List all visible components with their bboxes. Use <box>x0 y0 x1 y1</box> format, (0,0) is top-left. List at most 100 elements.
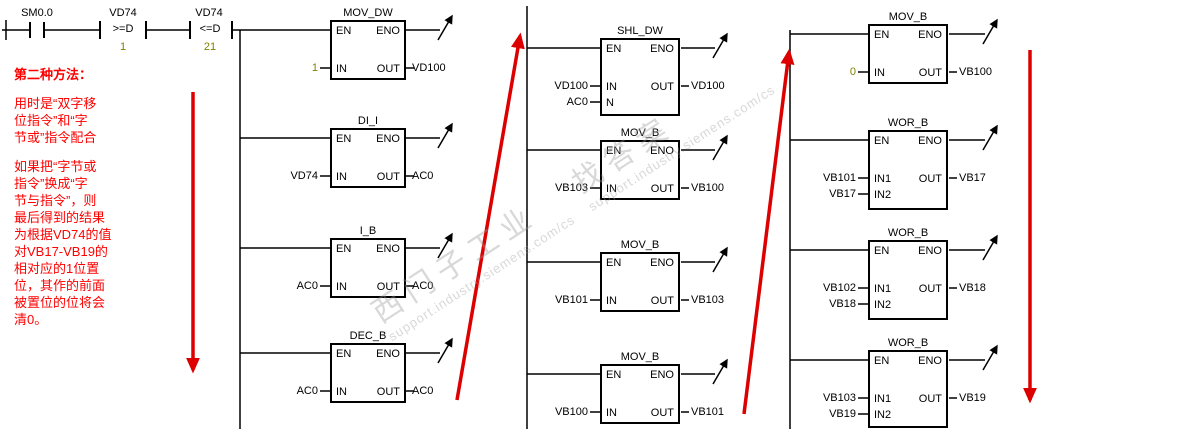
operand-out[interactable]: VB100 <box>691 182 725 194</box>
pin-eno-label: ENO <box>376 25 400 37</box>
operand-n[interactable]: AC0 <box>566 96 588 108</box>
block-title: SHL_DW <box>617 25 663 37</box>
pin-in-label: IN <box>606 295 617 307</box>
annotation-line: 为根据VD74的值 <box>14 227 112 242</box>
operand-in[interactable]: VD100 <box>554 80 588 92</box>
pin-in-label: IN <box>336 386 347 398</box>
pin-out-label: OUT <box>918 283 942 295</box>
annotation-line: 指令”换成“字 <box>14 176 88 191</box>
block-mov-b-1[interactable]: MOV_B EN ENO IN OUT <box>600 127 680 200</box>
pin-eno-label: ENO <box>918 355 942 367</box>
pin-eno-label: ENO <box>376 348 400 360</box>
pin-en-label: EN <box>336 25 352 37</box>
block-di-i[interactable]: DI_I EN ENO IN OUT <box>330 115 406 188</box>
block-title: MOV_B <box>888 11 928 23</box>
pin-out-label: OUT <box>650 407 674 419</box>
pin-eno-label: ENO <box>918 245 942 257</box>
pin-eno-label: ENO <box>650 257 674 269</box>
pin-in2-label: IN2 <box>874 189 892 201</box>
annotation-line: 被置位的位将会 <box>14 295 106 310</box>
pin-in-label: IN <box>336 171 347 183</box>
rung-continuation-arrows <box>437 14 998 385</box>
pin-out-label: OUT <box>918 173 942 185</box>
operand-out[interactable]: VB103 <box>691 294 725 306</box>
pin-en-label: EN <box>336 348 352 360</box>
pin-en-label: EN <box>874 355 890 367</box>
operand-in2[interactable]: VB18 <box>829 298 856 310</box>
operand-out[interactable]: VB19 <box>959 392 986 404</box>
block-title: I_B <box>359 225 377 237</box>
pin-en-label: EN <box>874 245 890 257</box>
operand-in[interactable]: VB101 <box>554 294 588 306</box>
block-mov-b-2[interactable]: MOV_B EN ENO IN OUT <box>600 239 680 312</box>
block-wor-b-1[interactable]: WOR_B EN ENO IN1 OUT IN2 <box>868 117 948 210</box>
operand-in[interactable]: VB100 <box>554 406 588 418</box>
contact-bars[interactable] <box>29 21 233 39</box>
operand-out[interactable]: AC0 <box>412 385 434 397</box>
annotation-line: 清0。 <box>14 312 48 327</box>
operand-in2[interactable]: VB17 <box>829 188 856 200</box>
ladder-wires <box>2 6 985 429</box>
contact-cmp2-label[interactable]: VD74 <box>195 7 223 19</box>
pin-in-label: IN <box>606 407 617 419</box>
operand-out[interactable]: VB18 <box>959 282 986 294</box>
operand-in[interactable]: VB103 <box>554 182 588 194</box>
contact-cmp1-value[interactable]: 1 <box>119 41 127 53</box>
operand-out[interactable]: VD100 <box>691 80 725 92</box>
block-title: MOV_DW <box>343 7 393 19</box>
block-title: MOV_B <box>620 127 660 139</box>
block-mov-b-3[interactable]: MOV_B EN ENO IN OUT <box>600 351 680 424</box>
contact-sm00-label[interactable]: SM0.0 <box>21 7 53 19</box>
annotation-line: 如果把“字节或 <box>14 159 97 174</box>
operand-out[interactable]: VD100 <box>412 62 446 74</box>
operand-out[interactable]: AC0 <box>412 280 434 292</box>
block-title: DEC_B <box>349 330 387 342</box>
pin-eno-label: ENO <box>650 43 674 55</box>
block-title: MOV_B <box>620 239 660 251</box>
operand-in1[interactable]: VB101 <box>822 172 856 184</box>
pin-out-label: OUT <box>376 281 400 293</box>
pin-in-label: IN <box>336 63 347 75</box>
operand-in1[interactable]: VB103 <box>822 392 856 404</box>
operand-out[interactable]: VB101 <box>691 406 725 418</box>
block-wor-b-3[interactable]: WOR_B EN ENO IN1 OUT IN2 <box>868 337 948 428</box>
operand-in[interactable]: 0 <box>849 66 856 78</box>
pin-in-label: IN <box>336 281 347 293</box>
block-title: WOR_B <box>887 117 929 129</box>
block-mov-b-4[interactable]: MOV_B EN ENO IN OUT <box>868 11 948 84</box>
pin-eno-label: ENO <box>918 29 942 41</box>
operand-in2[interactable]: VB19 <box>829 408 856 420</box>
pin-eno-label: ENO <box>650 145 674 157</box>
pin-en-label: EN <box>606 257 622 269</box>
operand-in[interactable]: AC0 <box>296 385 318 397</box>
contact-cmp2-op: <=D <box>199 23 221 35</box>
pin-in-label: IN <box>606 81 617 93</box>
pin-out-label: OUT <box>650 81 674 93</box>
operand-out[interactable]: VB17 <box>959 172 986 184</box>
operand-in1[interactable]: VB102 <box>822 282 856 294</box>
block-dec-b[interactable]: DEC_B EN ENO IN OUT <box>330 330 406 403</box>
operand-out[interactable]: VB100 <box>959 66 993 78</box>
block-i-b[interactable]: I_B EN ENO IN OUT <box>330 225 406 298</box>
annotation-line: 最后得到的结果 <box>14 210 106 225</box>
block-wor-b-2[interactable]: WOR_B EN ENO IN1 OUT IN2 <box>868 227 948 320</box>
pin-eno-label: ENO <box>918 135 942 147</box>
operand-in[interactable]: VD74 <box>290 170 318 182</box>
contact-cmp1-label[interactable]: VD74 <box>109 7 137 19</box>
operand-out[interactable]: AC0 <box>412 170 434 182</box>
annotation-line: 相对应的1位置 <box>14 261 100 276</box>
pin-out-label: OUT <box>376 63 400 75</box>
red-arrow-diagonal-2 <box>742 48 795 415</box>
pin-en-label: EN <box>336 133 352 145</box>
annotation-line: 节与指令”，则 <box>14 193 97 208</box>
annotation-line: 节或”指令配合 <box>14 130 97 145</box>
operand-in[interactable]: 1 <box>311 62 318 74</box>
annotation-line: 用时是“双字移 <box>14 96 97 111</box>
contact-cmp2-value[interactable]: 21 <box>203 41 217 53</box>
operand-in[interactable]: AC0 <box>296 280 318 292</box>
block-shl-dw[interactable]: SHL_DW EN ENO IN OUT N <box>600 25 680 116</box>
block-title: MOV_B <box>620 351 660 363</box>
pin-en-label: EN <box>336 243 352 255</box>
block-mov-dw[interactable]: MOV_DW EN ENO IN OUT <box>330 7 406 80</box>
